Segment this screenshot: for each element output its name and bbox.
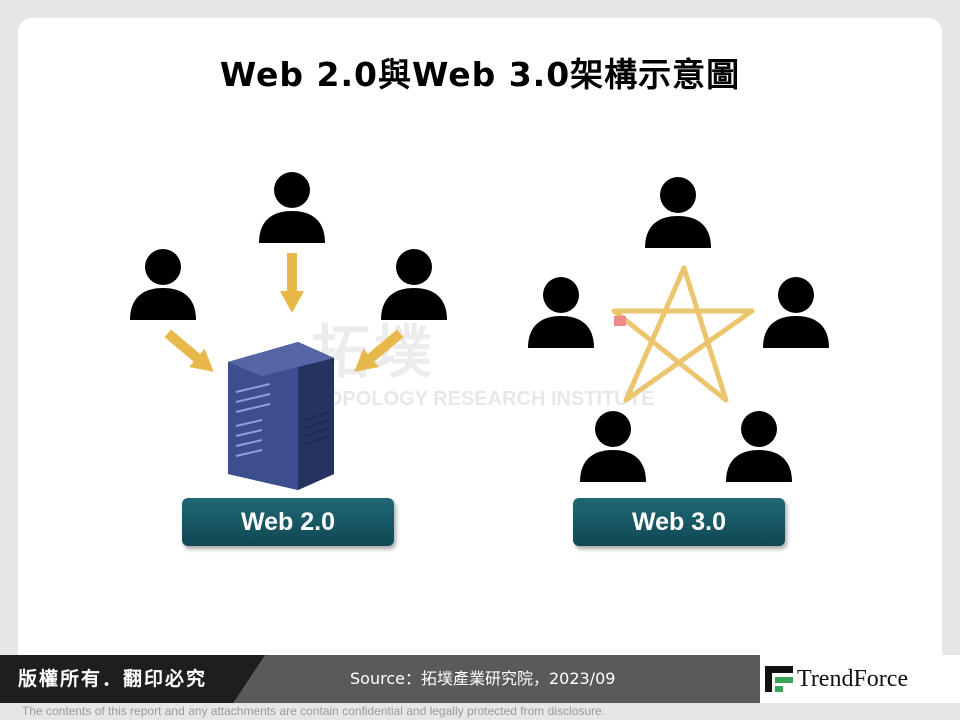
- trendforce-logo-text: TrendForce: [797, 666, 909, 692]
- star-marker: [614, 316, 626, 326]
- arrow-icon: [160, 324, 222, 382]
- web2-label: Web 2.0: [182, 498, 394, 546]
- page-title: Web 2.0與Web 3.0架構示意圖: [219, 55, 741, 94]
- person-icon: [726, 411, 792, 482]
- person-icon: [381, 249, 447, 320]
- footer-logo-area: [760, 655, 960, 703]
- person-icon: [763, 277, 829, 348]
- arrow-icon: [280, 253, 304, 313]
- person-icon: [130, 249, 196, 320]
- copyright-tab: [0, 655, 265, 703]
- person-icon: [580, 411, 646, 482]
- server-icon: [228, 342, 334, 490]
- source-text: Source：拓墣產業研究院，2023/09: [350, 669, 616, 688]
- copyright-text: 版權所有．翻印必究: [18, 668, 208, 690]
- trendforce-logo-icon: [765, 666, 793, 692]
- person-icon: [528, 277, 594, 348]
- arrow-icon: [346, 324, 408, 382]
- watermark-english: TOPOLOGY RESEARCH INSTITUTE: [315, 388, 655, 410]
- person-icon: [259, 172, 325, 243]
- web3-label: Web 3.0: [573, 498, 785, 546]
- person-icon: [645, 177, 711, 248]
- star-icon: [611, 265, 755, 403]
- disclaimer-text: The contents of this report and any atta…: [22, 704, 605, 718]
